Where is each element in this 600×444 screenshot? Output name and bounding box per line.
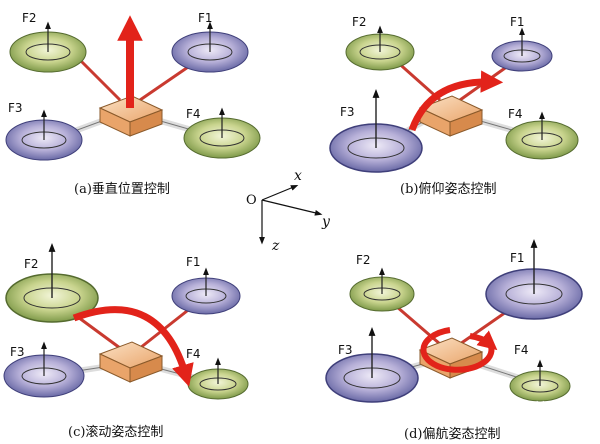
rotor-label: F2 <box>24 257 39 271</box>
rotor-label: F4 <box>186 107 201 121</box>
panel-caption: (a)垂直位置控制 <box>74 182 170 197</box>
panel-a: F2 F1 F3 F4 (a)垂直位置控制 <box>5 11 261 197</box>
panel-c: F2 F1 F3 F4 (c)滚动姿态控制 <box>3 243 249 440</box>
center-body <box>98 341 164 383</box>
rotor-f1 <box>171 21 249 73</box>
panel-caption: (d)偏航姿态控制 <box>404 426 500 442</box>
rotor-f3 <box>3 341 85 398</box>
rotor-label: F2 <box>22 11 37 25</box>
rotor-f4 <box>183 107 261 159</box>
rotor-label: F3 <box>340 105 355 119</box>
center-body <box>418 95 484 137</box>
rotor-label: F1 <box>198 11 213 25</box>
panel-caption: (b)俯仰姿态控制 <box>400 181 496 197</box>
rotor-f1 <box>485 239 583 320</box>
rotor-label: F1 <box>186 255 201 269</box>
x-axis-label: x <box>294 168 302 184</box>
coordinate-axes: O x y z <box>246 168 331 254</box>
rotor-f4 <box>509 359 571 402</box>
panel-d: F2 F1 F3 F4 (d)偏航姿态控制 <box>325 239 583 442</box>
y-axis <box>261 199 323 216</box>
rotor-label: F2 <box>352 15 367 29</box>
rotor-label: F1 <box>510 15 525 29</box>
rotor-label: F3 <box>338 343 353 357</box>
rotor-f1 <box>171 267 241 315</box>
rotor-f3 <box>325 327 419 403</box>
rotor-label: F1 <box>510 251 525 265</box>
rotor-f2 <box>345 25 415 71</box>
rotor-f2 <box>9 21 87 73</box>
rotor-label: F3 <box>10 345 25 359</box>
panel-b: F2 F1 F3 F4 (b)俯仰姿态控制 <box>329 15 579 197</box>
pitch-arrow <box>408 70 504 132</box>
rotor-f4 <box>505 111 579 160</box>
rotor-f1 <box>491 27 553 72</box>
panel-caption: (c)滚动姿态控制 <box>68 424 163 440</box>
rotor-f3 <box>329 89 423 173</box>
z-axis-label: z <box>271 238 280 254</box>
rotor-f3 <box>5 109 83 161</box>
rotor-label: F4 <box>514 343 529 357</box>
rotor-f2 <box>349 267 415 312</box>
rotor-label: F4 <box>186 347 201 361</box>
y-axis-label: y <box>321 214 331 230</box>
yaw-arrow <box>420 327 498 373</box>
origin-label: O <box>246 193 257 208</box>
rotor-label: F4 <box>508 107 523 121</box>
x-axis <box>261 185 299 201</box>
roll-arrow <box>72 306 194 387</box>
rotor-f2 <box>5 243 99 323</box>
rotor-label: F2 <box>356 253 371 267</box>
center-body <box>98 95 164 137</box>
rotor-f4 <box>187 357 249 400</box>
rotor-label: F3 <box>8 101 23 115</box>
watermark: 知乎 @玩转遥控 <box>478 400 573 416</box>
